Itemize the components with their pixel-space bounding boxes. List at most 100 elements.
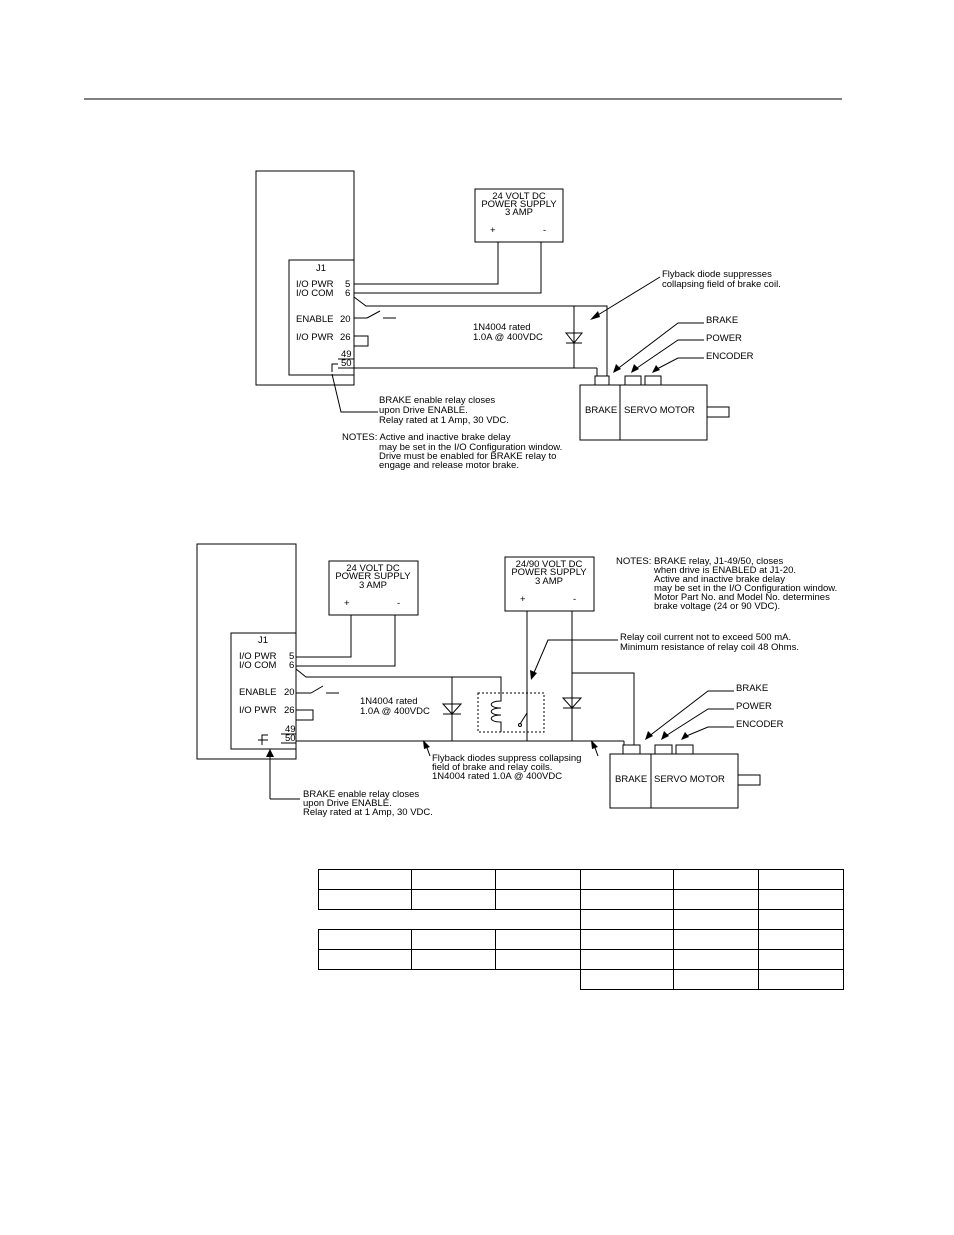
servo-motor-label: SERVO MOTOR [624,405,695,416]
pin-6-label: 6 [289,660,294,671]
table-row [319,909,844,930]
power-leader [663,708,734,738]
table-cell [758,949,844,970]
table-cell [495,869,581,890]
j1-title: J1 [316,263,326,274]
brake-arrow [645,731,653,740]
diode-symbol [564,332,584,344]
table-cell [495,929,581,950]
coil-note-leader [532,639,618,676]
relay-note-line3: Relay rated at 1 Amp, 30 VDC. [379,415,509,426]
diode-1-symbol [441,703,463,715]
notes-line4: may be set in the I/O Configuration wind… [654,583,837,594]
pin-50-label: 50 [285,733,296,744]
ps2-line3: 3 AMP [535,576,563,587]
notes-line6: brake voltage (24 or 90 VDC). [654,601,780,612]
notes-line1: NOTES: BRAKE relay, J1-49/50, closes [616,556,783,567]
table-cell [673,889,759,910]
table-cell [495,949,581,970]
coil-note-line1: Relay coil current not to exceed 500 mA. [620,632,791,643]
relay-contact [261,734,268,745]
j1-connector [230,632,297,750]
table-cell [673,929,759,950]
table-cell [411,889,496,910]
power-label: POWER [736,701,772,712]
encoder-arrow [681,732,689,740]
pin-enable-label: ENABLE [296,314,334,325]
diode-line2: 1.0A @ 400VDC [473,332,543,343]
ps-line3: 3 AMP [359,580,387,591]
enable-switch [366,310,381,319]
power-arrow [661,731,669,740]
wire-io-com [296,615,396,667]
table-cell [580,969,674,990]
flyback-leader [592,276,661,319]
power-leader [633,339,704,371]
notes-line1: NOTES: Active and inactive brake delay [342,432,511,443]
pin-26-label: 26 [340,332,351,343]
wire-com-to-coil [295,668,502,693]
table-row [318,929,844,950]
brake-label: BRAKE [736,683,768,694]
motor-shaft [737,774,761,786]
j1-title: J1 [258,635,268,646]
table-cell [319,910,581,930]
ps-minus: - [397,598,400,609]
coil-note-arrow [530,670,537,680]
table-cell [318,889,412,910]
power-supply-2-box [504,556,595,612]
pin-io-com-label: I/O COM [296,288,334,299]
pin-io-pwr-label: I/O PWR [296,279,334,290]
relay-note-arrow [266,749,274,757]
pin-49-label: 49 [341,349,352,360]
encoder-label: ENCODER [706,351,754,362]
table-cell [758,909,844,930]
flyback-line1: Flyback diodes suppress collapsing [432,753,581,764]
notes-line2: may be set in the I/O Configuration wind… [379,442,562,453]
encoder-terminal [644,375,662,386]
relay-coil-icon [490,693,502,732]
table-cell [673,949,759,970]
table-row [319,969,844,990]
relay-coil-box [477,692,545,733]
pin-io-pwr2-label: I/O PWR [296,332,334,343]
wire-com-to-brake [353,296,608,376]
table-cell [411,869,496,890]
flyback-arrow [590,311,600,320]
pwr26-loop [354,335,369,347]
diode-line1: 1N4004 rated [473,322,531,333]
servo-motor-label: SERVO MOTOR [654,774,725,785]
encoder-leader [654,357,704,371]
flyback-line1: Flyback diode suppresses [662,269,772,280]
empty-grid-table [318,869,844,990]
relay-coil-contact-dot [518,723,522,727]
brake-terminal [594,375,610,386]
pin-5-label: 5 [289,651,294,662]
brake-box-label: BRAKE [585,405,617,416]
pin-49-label: 49 [285,724,296,735]
drive-outline [255,170,355,386]
relay-contact [331,363,338,372]
table-cell [318,869,412,890]
wire-io-pwr [354,242,499,285]
ps-line1: 24 VOLT DC [492,191,546,202]
relay-note-line3: Relay rated at 1 Amp, 30 VDC. [303,807,433,818]
flyback-arrow-1 [423,740,430,749]
relay-note-leader [331,373,378,413]
diode-line1: 1N4004 rated [360,696,418,707]
table-cell [758,969,844,990]
table-cell [580,929,674,950]
power-arrow [631,364,639,373]
ps-minus: - [543,225,546,236]
wire-io-pwr [296,615,352,658]
ps2-plus: + [520,594,526,605]
table-cell [580,909,674,930]
pin-5-label: 5 [345,279,350,290]
enable-switch [310,685,324,694]
wire-ps2-to-brake [572,672,635,745]
relay-coil-contact [519,712,528,725]
notes-line5: Motor Part No. and Model No. determines [654,592,830,603]
pin-20-label: 20 [340,314,351,325]
ps-plus: + [344,598,350,609]
ps2-line2: POWER SUPPLY [511,567,587,578]
